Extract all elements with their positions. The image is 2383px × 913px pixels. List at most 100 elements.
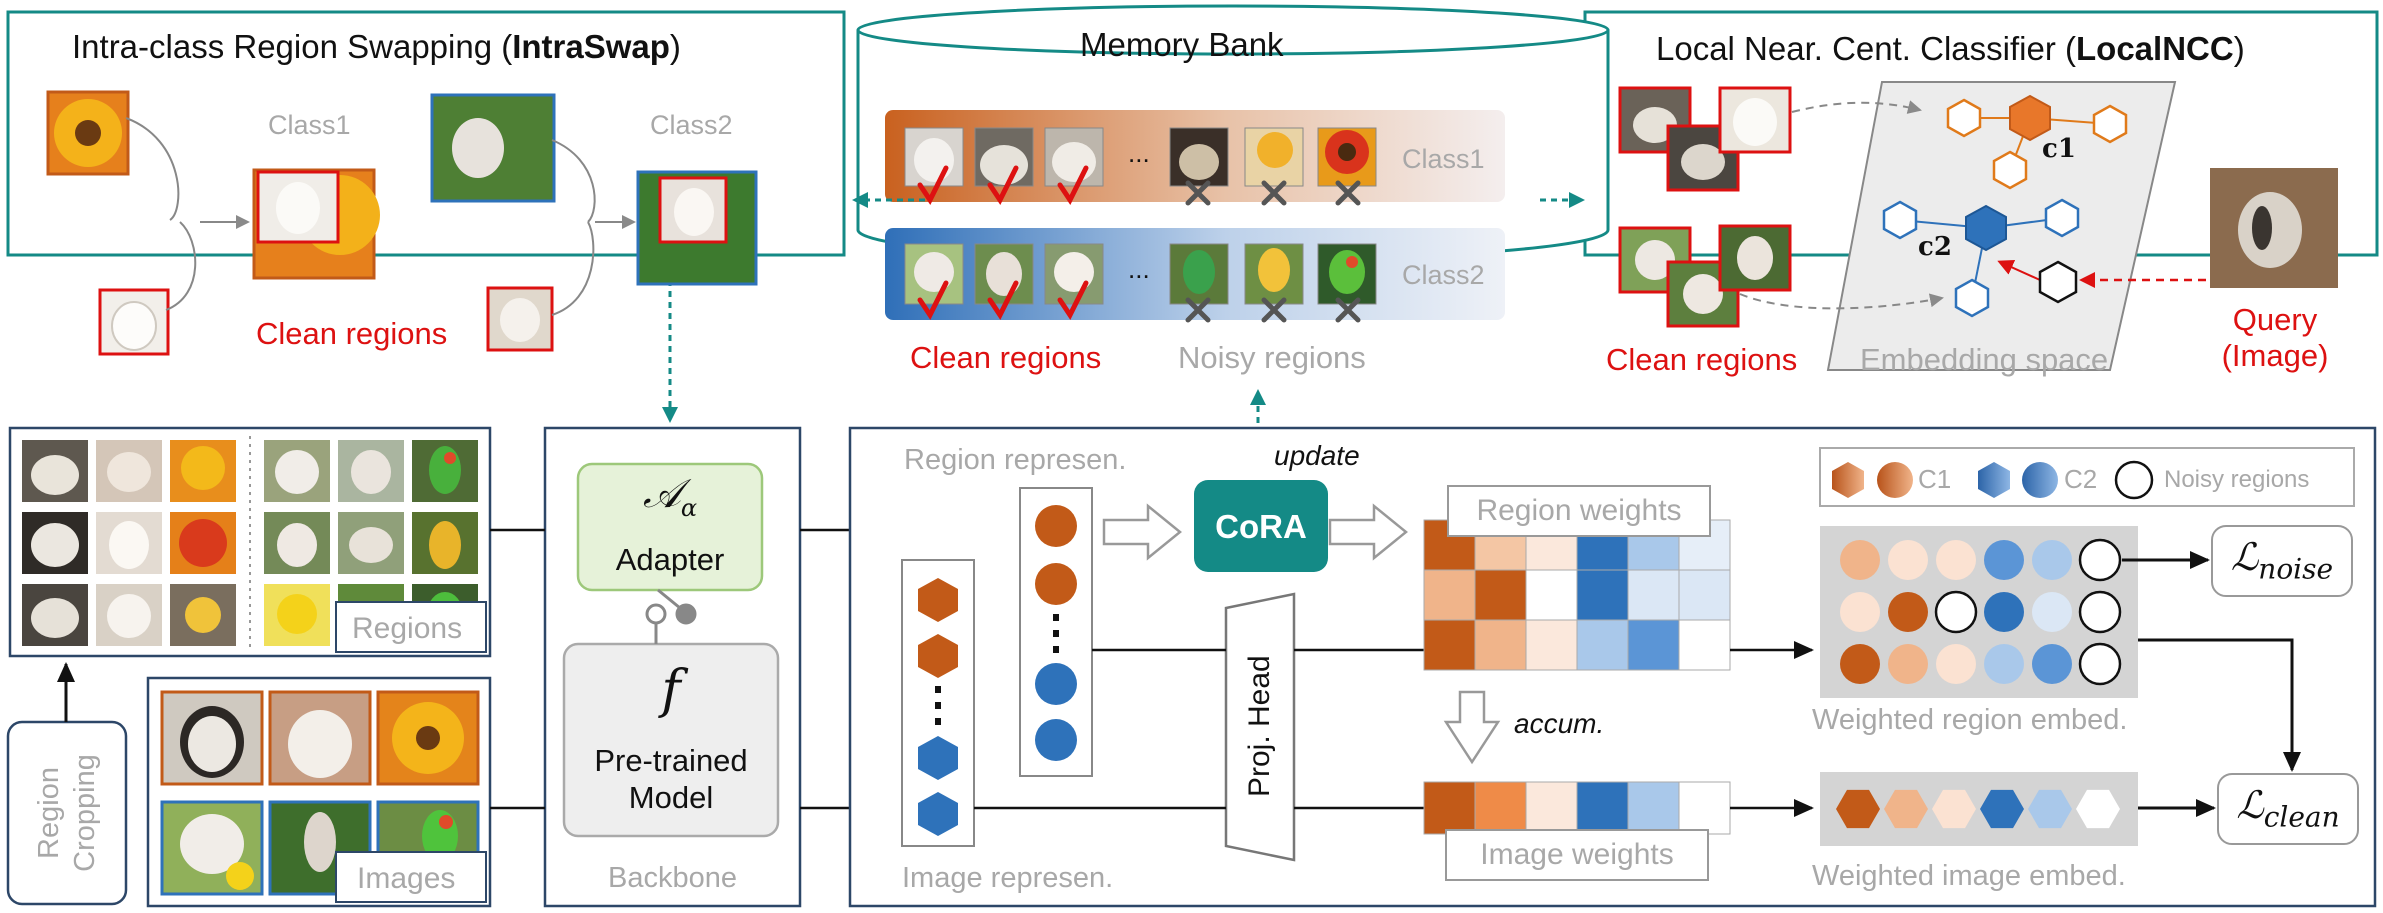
- c2-label: c2: [1918, 232, 1952, 262]
- weighted-region-embed-dots: [1840, 538, 2122, 686]
- weighted-region-dot: [1888, 592, 1928, 632]
- memory-class1-ellipsis: ...: [1128, 138, 1150, 168]
- adapter-label: Adapter: [615, 542, 725, 577]
- represen-to-cora-hollow-arrow: [1102, 503, 1182, 561]
- weighted-image-hexagon: [1884, 789, 1928, 829]
- region-weights-label: Region weights: [1476, 494, 1682, 527]
- backbone-label: Backbone: [608, 862, 737, 894]
- localncc-clean-regions-label: Clean regions: [1606, 342, 1798, 377]
- memory-clean-regions-label: Clean regions: [910, 340, 1102, 375]
- intraswap-images: [46, 90, 758, 356]
- weighted-region-dot: [1936, 644, 1976, 684]
- region-weight-cell: [1423, 619, 1476, 671]
- image-weights-row: [1423, 781, 1731, 835]
- legend-noisy-label: Noisy regions: [2164, 466, 2310, 493]
- localncc-dashed-arrows: [1739, 100, 1944, 310]
- legend-c2-label: C2: [2064, 464, 2098, 494]
- intraswap-title: Intra-class Region Swapping (IntraSwap): [72, 28, 681, 65]
- weighted-region-dot: [1984, 644, 2024, 684]
- memory-class2-label: Class2: [1402, 260, 1485, 290]
- memory-noisy-regions-label: Noisy regions: [1178, 340, 1366, 375]
- region-weight-cell: [1576, 619, 1629, 671]
- weighted-region-dot: [1840, 592, 1880, 632]
- region-weight-cell: [1474, 619, 1527, 671]
- region-represen-dots: [1035, 505, 1077, 761]
- weighted-region-dot: [1840, 540, 1880, 580]
- weighted-image-hexagon: [2028, 789, 2072, 829]
- memory-bank-title: Memory Bank: [1080, 26, 1284, 63]
- region-weight-cell: [1627, 619, 1680, 671]
- adapter-symbol: 𝒜α: [642, 471, 698, 522]
- region-weight-cell: [1423, 569, 1476, 621]
- weighted-image-hexagon: [1836, 789, 1880, 829]
- image-weight-cell: [1423, 781, 1476, 835]
- image-weight-cell: [1474, 781, 1527, 835]
- weighted-region-dot: [2032, 540, 2072, 580]
- pretrained-model-box[interactable]: [562, 642, 780, 838]
- weighted-image-embed-label: Weighted image embed.: [1812, 860, 2126, 892]
- embedding-space-label: Embedding space: [1860, 342, 2109, 377]
- weighted-image-hexagon: [2076, 789, 2120, 829]
- weighted-region-dot: [1888, 644, 1928, 684]
- noisy-region-dot: [2078, 642, 2122, 686]
- cora-module[interactable]: [1194, 480, 1328, 572]
- accum-label: accum.: [1514, 708, 1605, 739]
- intraswap-arrows: [125, 117, 636, 316]
- weighted-image-hexagon: [1932, 789, 1976, 829]
- region-weights-tag: [1447, 485, 1711, 537]
- image-represen-hexagons: [918, 578, 958, 836]
- adapter-box[interactable]: [576, 462, 764, 592]
- weighted-image-hexagon: [1980, 789, 2024, 829]
- proj-head-label: Proj. Head: [1243, 655, 1276, 797]
- class2-hexagons: [1882, 198, 2080, 318]
- region-weight-cell: [1627, 569, 1680, 621]
- regions-label: Regions: [352, 612, 463, 645]
- image-represen-label: Image represen.: [902, 862, 1114, 894]
- legend-c1-marks: [1832, 462, 1913, 498]
- image-weights-label: Image weights: [1480, 838, 1674, 871]
- cora-label: CoRA: [1215, 508, 1307, 545]
- weighted-region-dot: [1936, 540, 1976, 580]
- image-weights-tag: [1445, 829, 1709, 881]
- memory-class1-label: Class1: [1402, 144, 1485, 174]
- weighted-region-dot: [1984, 540, 2024, 580]
- intraswap-class1-label: Class1: [268, 110, 351, 140]
- loss-noise-label: ℒnoise: [2230, 535, 2334, 586]
- memory-class2-thumbs: [904, 243, 1377, 305]
- images-tag-box: [335, 851, 487, 903]
- accum-hollow-arrow: [1443, 690, 1501, 765]
- proj-head-block[interactable]: [1224, 592, 1296, 862]
- image-thumbs: [160, 690, 480, 896]
- noisy-region-dot: [1934, 590, 1978, 634]
- clean-checkmarks: [917, 165, 1089, 320]
- image-weight-cell: [1678, 781, 1731, 835]
- query-to-c2-arrow: [1997, 260, 2041, 281]
- noisy-region-dot: [2078, 538, 2122, 582]
- region-weight-cell: [1576, 569, 1629, 621]
- legend-noisy-mark: [2114, 460, 2154, 500]
- image-weight-cell: [1576, 781, 1629, 835]
- update-label: update: [1274, 440, 1360, 471]
- images-label: Images: [357, 862, 456, 895]
- noise-to-clean-arrow: [2138, 638, 2301, 772]
- c1-label: c1: [2042, 134, 2076, 164]
- intraswap-class2-label: Class2: [650, 110, 733, 140]
- image-weight-cell: [1525, 781, 1578, 835]
- weighted-image-embed-hexagons: [1836, 789, 2120, 829]
- weighted-region-dot: [1888, 540, 1928, 580]
- noisy-region-dot: [2078, 590, 2122, 634]
- localncc-thumbs: [1618, 86, 2338, 328]
- region-represen-label: Region represen.: [904, 444, 1127, 476]
- memory-class1-thumbs: [904, 127, 1377, 187]
- regions-tag-box: [335, 601, 487, 653]
- image-weight-cell: [1627, 781, 1680, 835]
- legend-c2-marks: [1978, 462, 2058, 498]
- weighted-region-dot: [1840, 644, 1880, 684]
- region-weight-cell: [1525, 619, 1578, 671]
- weighted-region-dot: [2032, 644, 2072, 684]
- region-weight-cell: [1474, 569, 1527, 621]
- legend-c1-label: C1: [1918, 464, 1952, 494]
